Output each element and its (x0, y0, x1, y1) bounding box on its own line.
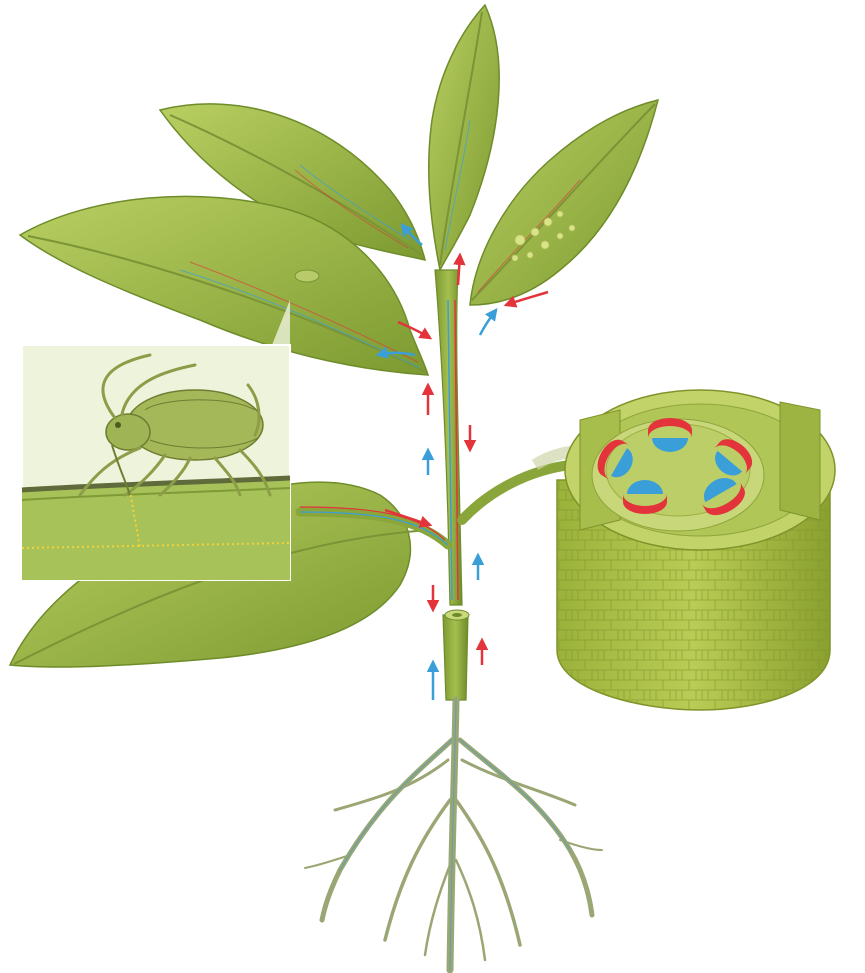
aphid-inset (22, 300, 290, 580)
aphid-small-icon (295, 270, 319, 282)
leaf-top-center (429, 5, 499, 270)
phloem-arrow (458, 255, 460, 285)
xylem-arrow (480, 310, 496, 335)
roots (305, 700, 602, 970)
stem-cross-section (535, 390, 835, 710)
leaf-top-right (470, 100, 658, 305)
